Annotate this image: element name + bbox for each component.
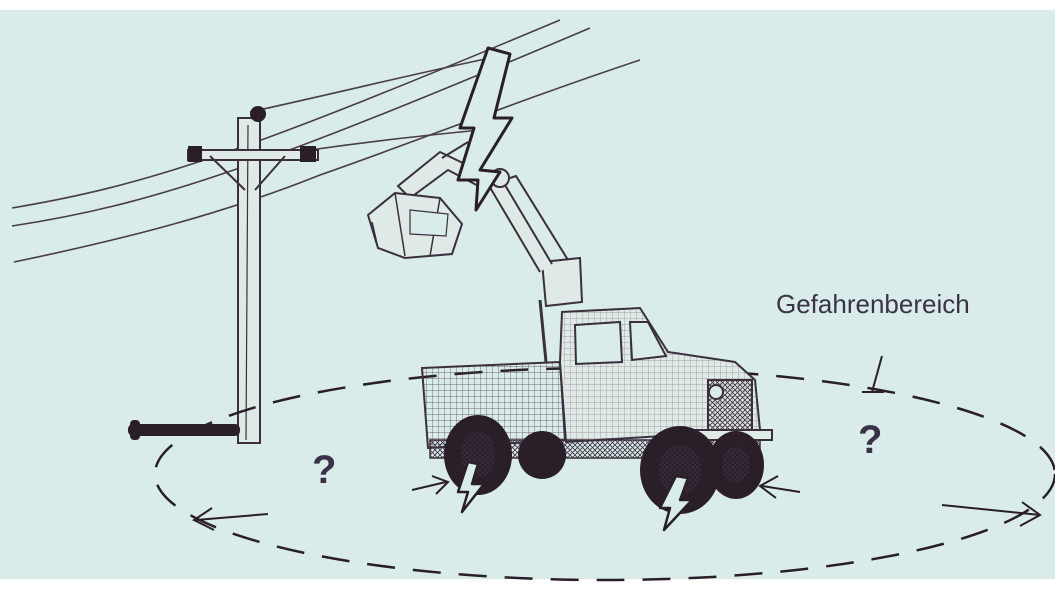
question-mark-right: ? bbox=[858, 418, 882, 463]
danger-zone-label: Gefahrenbereich bbox=[776, 289, 970, 320]
question-mark-left: ? bbox=[312, 448, 336, 493]
